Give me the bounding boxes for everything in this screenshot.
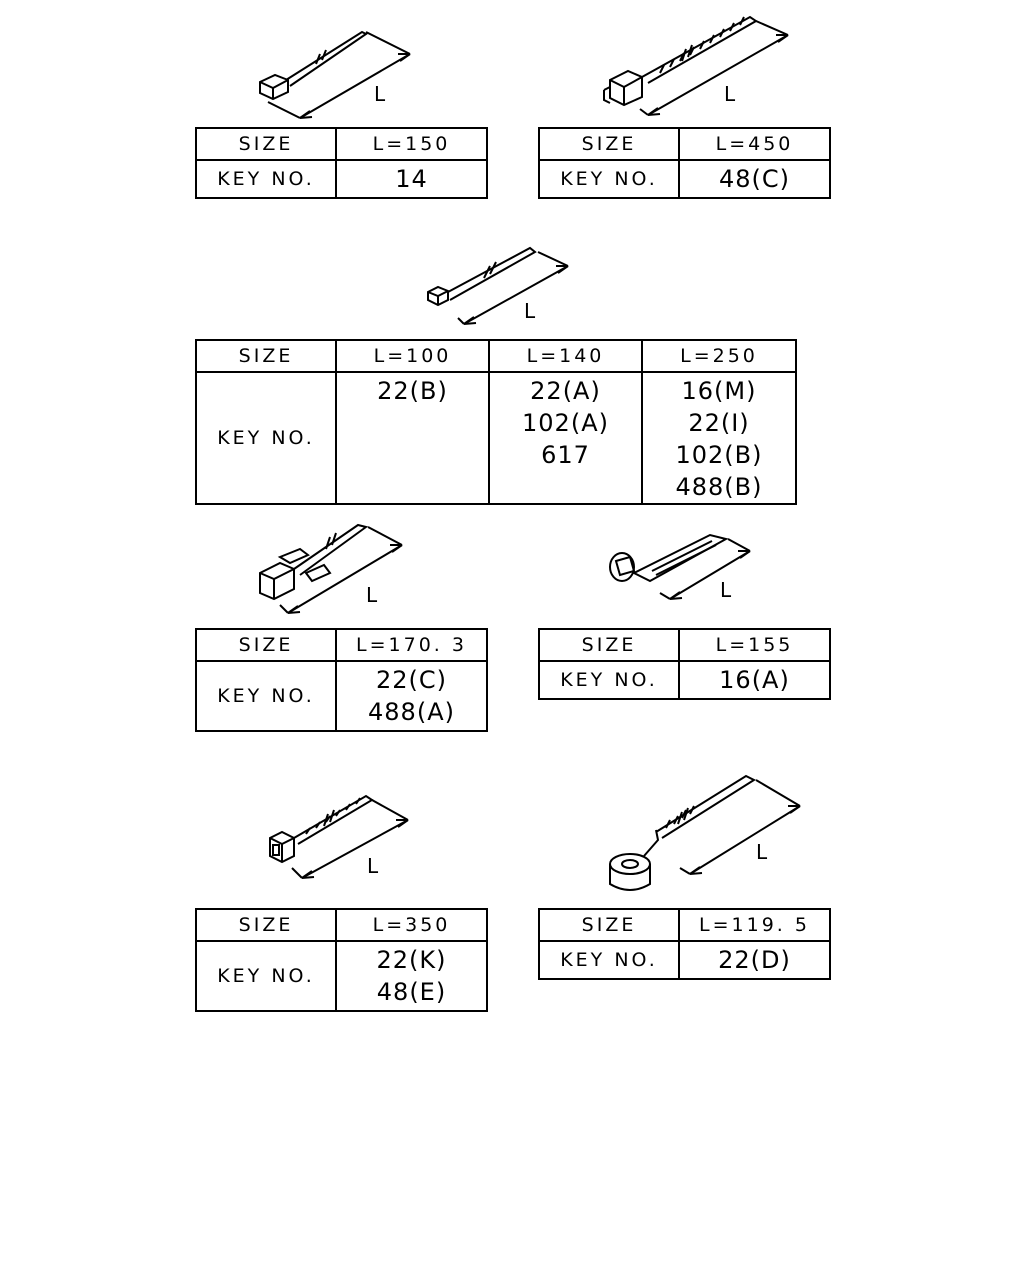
key-value: 22(C) 488(A) xyxy=(335,660,488,732)
size-row: SIZE L=350 xyxy=(195,908,488,942)
size-header: SIZE xyxy=(195,339,337,373)
size-value: L=250 xyxy=(641,339,797,373)
key-row: KEY NO. 22(K) 48(E) xyxy=(195,940,488,1012)
key-header: KEY NO. xyxy=(195,940,337,1012)
dimension-label: L xyxy=(366,583,378,607)
key-number: 617 xyxy=(541,441,590,469)
key-number: 16(M) xyxy=(681,377,757,405)
key-value: 22(B) xyxy=(335,371,490,505)
dimension-label: L xyxy=(367,854,379,878)
key-number: 48(E) xyxy=(376,978,447,1006)
cable-tie-diagram-3: L xyxy=(427,246,569,325)
size-row: SIZE L=170. 3 xyxy=(195,628,488,662)
size-value: L=100 xyxy=(335,339,490,373)
size-row: SIZE L=450 xyxy=(538,127,831,161)
cable-tie-diagram-6: L xyxy=(269,794,409,879)
size-key-table-1: SIZE L=150 KEY NO. 14 xyxy=(195,127,488,199)
size-key-table-5: SIZE L=155 KEY NO. 16(A) xyxy=(538,628,831,700)
size-value: L=450 xyxy=(678,127,831,161)
size-header: SIZE xyxy=(195,628,337,662)
key-number: 22(C) xyxy=(375,666,448,694)
size-row: SIZE L=100 L=140 L=250 xyxy=(195,339,797,373)
size-key-table-7: SIZE L=119. 5 KEY NO. 22(D) xyxy=(538,908,831,980)
key-row: KEY NO. 22(D) xyxy=(538,940,831,980)
cable-tie-diagram-4: L xyxy=(259,523,403,614)
key-value: 14 xyxy=(335,159,488,199)
size-header: SIZE xyxy=(538,628,680,662)
size-row: SIZE L=155 xyxy=(538,628,831,662)
key-header: KEY NO. xyxy=(195,159,337,199)
key-value: 16(M) 22(I) 102(B) 488(B) xyxy=(641,371,797,505)
key-value: 22(A) 102(A) 617 xyxy=(488,371,643,505)
key-number: 102(B) xyxy=(675,441,763,469)
key-number: 488(A) xyxy=(368,698,455,726)
key-value: 22(D) xyxy=(678,940,831,980)
key-value: 48(C) xyxy=(678,159,831,199)
size-row: SIZE L=150 xyxy=(195,127,488,161)
cable-tie-diagram-2: L xyxy=(603,15,789,116)
size-header: SIZE xyxy=(538,908,680,942)
size-value: L=170. 3 xyxy=(335,628,488,662)
key-number: 102(A) xyxy=(522,409,609,437)
size-header: SIZE xyxy=(538,127,680,161)
key-number: 22(D) xyxy=(718,946,791,974)
key-row: KEY NO. 48(C) xyxy=(538,159,831,199)
size-key-table-4: SIZE L=170. 3 KEY NO. 22(C) 488(A) xyxy=(195,628,488,732)
key-value: 16(A) xyxy=(678,660,831,700)
key-header: KEY NO. xyxy=(538,159,680,199)
cable-tie-diagram-5: L xyxy=(609,533,751,602)
key-number: 22(I) xyxy=(688,409,750,437)
dimension-label: L xyxy=(724,82,736,106)
dimension-label: L xyxy=(524,299,536,323)
key-header: KEY NO. xyxy=(538,940,680,980)
key-number: 22(K) xyxy=(376,946,447,974)
dimension-label: L xyxy=(374,82,386,106)
size-key-table-3: SIZE L=100 L=140 L=250 KEY NO. 22(B) 22(… xyxy=(195,339,797,505)
dimension-label: L xyxy=(756,840,768,864)
size-row: SIZE L=119. 5 xyxy=(538,908,831,942)
key-row: KEY NO. 22(B) 22(A) 102(A) 617 16(M) 22(… xyxy=(195,371,797,505)
size-value: L=140 xyxy=(488,339,643,373)
size-header: SIZE xyxy=(195,908,337,942)
key-row: KEY NO. 22(C) 488(A) xyxy=(195,660,488,732)
size-header: SIZE xyxy=(195,127,337,161)
key-number: 488(B) xyxy=(675,473,763,501)
dimension-label: L xyxy=(720,578,732,602)
key-header: KEY NO. xyxy=(195,660,337,732)
cable-tie-diagram-1: L xyxy=(259,30,411,119)
key-header: KEY NO. xyxy=(195,371,337,505)
key-row: KEY NO. 14 xyxy=(195,159,488,199)
size-value: L=155 xyxy=(678,628,831,662)
size-key-table-6: SIZE L=350 KEY NO. 22(K) 48(E) xyxy=(195,908,488,1012)
key-value: 22(K) 48(E) xyxy=(335,940,488,1012)
size-key-table-2: SIZE L=450 KEY NO. 48(C) xyxy=(538,127,831,199)
size-value: L=350 xyxy=(335,908,488,942)
key-number: 22(A) xyxy=(530,377,601,405)
size-value: L=119. 5 xyxy=(678,908,831,942)
key-number: 48(C) xyxy=(718,165,791,193)
key-number: 16(A) xyxy=(719,666,790,694)
cable-tie-diagram-7: L xyxy=(609,774,801,891)
size-value: L=150 xyxy=(335,127,488,161)
key-row: KEY NO. 16(A) xyxy=(538,660,831,700)
key-number: 14 xyxy=(395,165,428,193)
key-number: 22(B) xyxy=(377,377,448,405)
key-header: KEY NO. xyxy=(538,660,680,700)
